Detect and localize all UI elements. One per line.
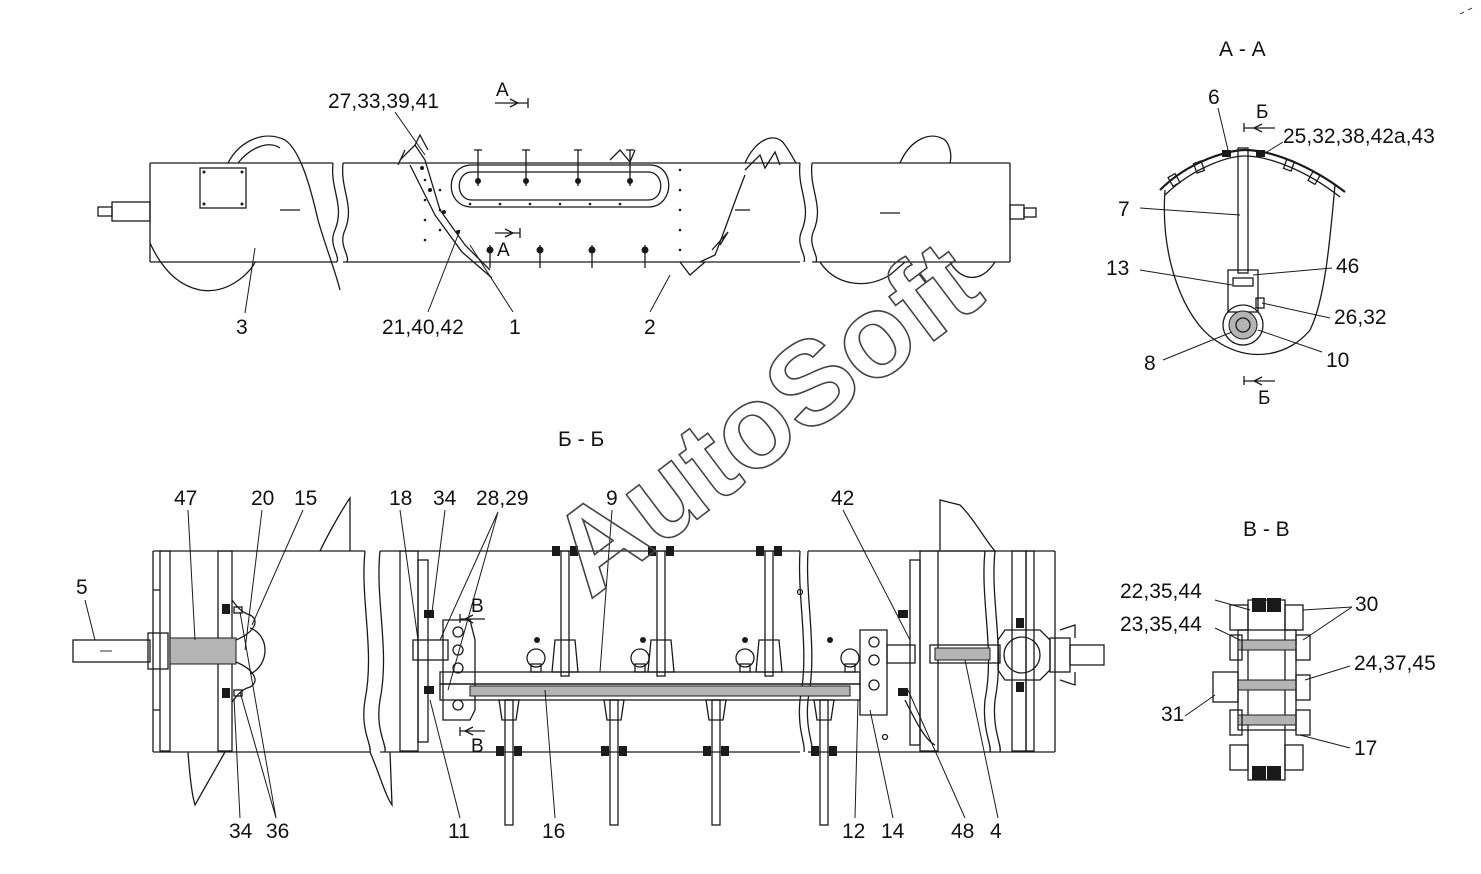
section-a-a-callouts: 6 25,32,38,42а,43 7 13 46 26,32 8 10 (1106, 86, 1435, 375)
callout-7: 7 (1118, 198, 1130, 221)
finger-row-upper (474, 149, 634, 186)
callout-46: 46 (1336, 255, 1359, 278)
callout-12: 12 (842, 820, 865, 843)
callout-5: 5 (76, 576, 88, 599)
top-view-callouts: 27,33,39,41 3 21,40,42 1 2 (236, 90, 671, 339)
callout-36: 36 (266, 820, 289, 843)
callout-6: 6 (1208, 86, 1220, 109)
section-title-b-b: Б - Б (558, 428, 604, 451)
bushings-bb (526, 588, 889, 741)
cut-mark-a-bottom: А (497, 240, 510, 261)
callout-18: 18 (389, 487, 412, 510)
callout-27-33-39-41: 27,33,39,41 (328, 90, 439, 113)
callout-8: 8 (1144, 352, 1156, 375)
callout-21-40-42: 21,40,42 (382, 316, 464, 339)
callout-3: 3 (236, 316, 248, 339)
callout-30: 30 (1355, 593, 1378, 616)
callout-15: 15 (294, 487, 317, 510)
callout-22-35-44: 22,35,44 (1120, 580, 1202, 603)
section-v-v: В - В (1212, 518, 1311, 781)
callout-34-top: 34 (433, 487, 457, 510)
section-a-a: А - А Б Б (1159, 38, 1346, 409)
corner-mark (1459, 7, 1473, 15)
callout-47: 47 (174, 487, 197, 510)
cut-mark-b-bottom: Б (1258, 388, 1270, 409)
callout-9: 9 (606, 487, 618, 510)
section-v-v-callouts: 22,35,44 30 23,35,44 24,37,45 31 17 (1120, 580, 1436, 760)
callout-42: 42 (831, 487, 854, 510)
callout-2: 2 (644, 316, 656, 339)
callout-25-32-38-42a-43: 25,32,38,42а,43 (1283, 125, 1435, 148)
finger-row-lower (486, 245, 649, 268)
callout-1: 1 (509, 316, 521, 339)
fingers-bb (496, 546, 837, 826)
callout-23-35-44: 23,35,44 (1120, 613, 1202, 636)
cut-mark-a-top: А (496, 80, 509, 101)
bolt-rows (423, 168, 682, 252)
callout-31: 31 (1161, 703, 1184, 726)
callout-34-bottom: 34 (229, 820, 253, 843)
callout-26-32: 26,32 (1334, 306, 1387, 329)
cut-mark-v-bottom: В (471, 736, 484, 757)
section-b-b: Б - Б (72, 428, 1105, 826)
callout-24-37-45: 24,37,45 (1354, 652, 1436, 675)
callout-11: 11 (448, 820, 470, 843)
auger-side-view: А А (97, 80, 1037, 292)
section-title-a-a: А - А (1219, 38, 1266, 61)
cut-mark-v-top: В (471, 596, 484, 617)
callout-28-29: 28,29 (476, 487, 529, 510)
cut-mark-b-top: Б (1256, 102, 1268, 123)
callout-17: 17 (1354, 737, 1377, 760)
callout-13: 13 (1106, 257, 1129, 280)
callout-10: 10 (1326, 349, 1349, 372)
callout-48: 48 (951, 820, 974, 843)
callout-14: 14 (881, 820, 905, 843)
callout-4: 4 (990, 820, 1002, 843)
section-b-b-callouts: 47 20 15 18 34 28,29 9 42 5 34 36 11 16 … (76, 487, 1002, 843)
callout-16: 16 (542, 820, 565, 843)
section-title-v-v: В - В (1243, 518, 1290, 541)
callout-20: 20 (251, 487, 274, 510)
